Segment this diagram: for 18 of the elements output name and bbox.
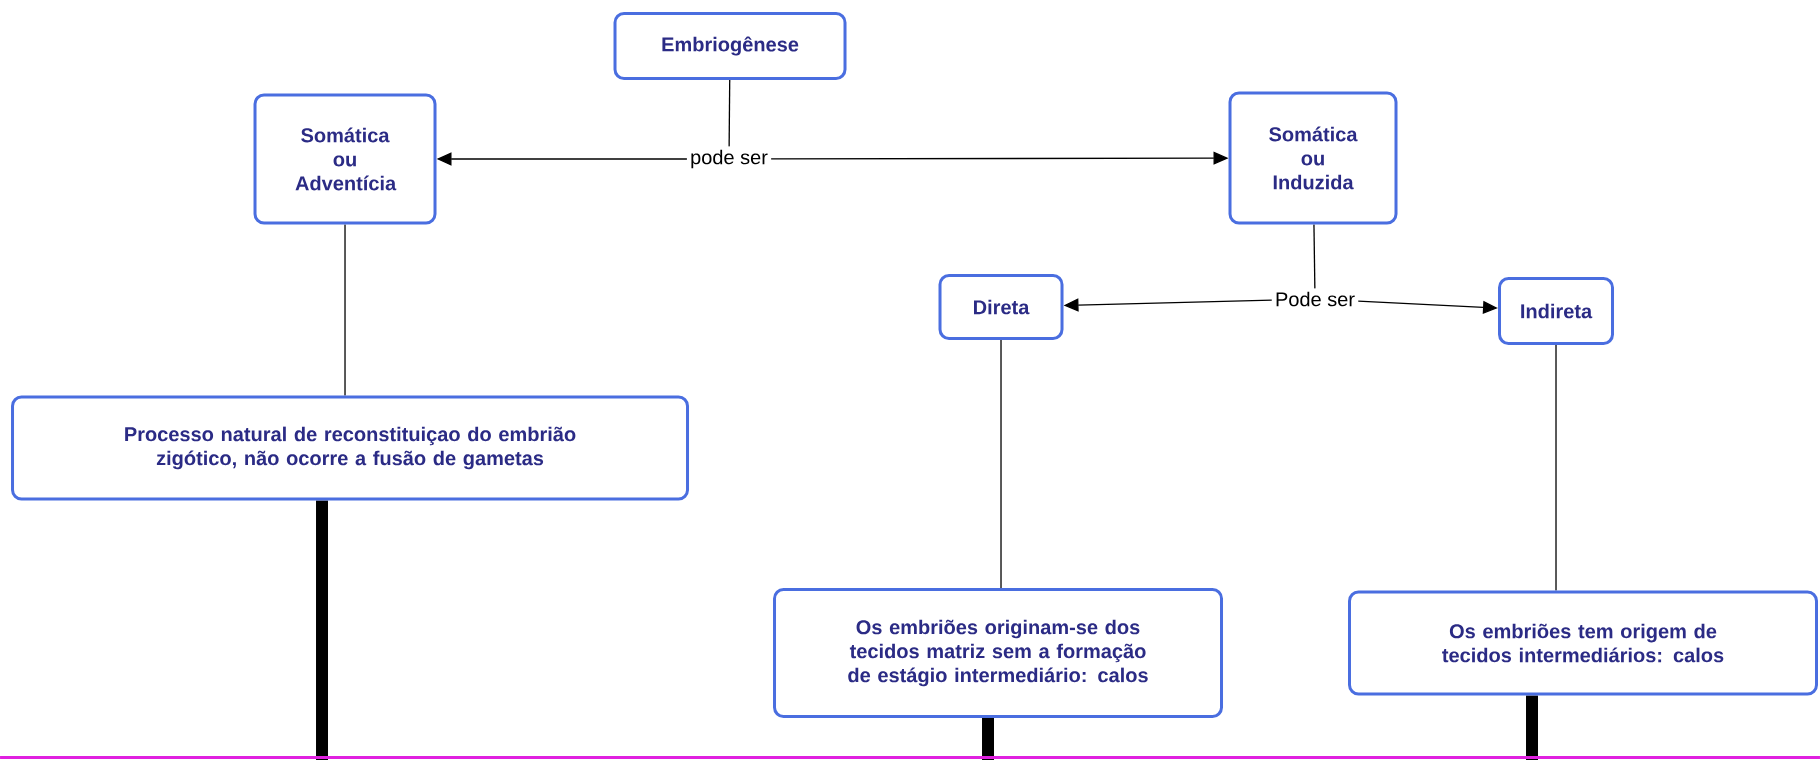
concept-box: Indireta — [1498, 277, 1614, 345]
connector-line — [1555, 344, 1557, 592]
concept-box: Somática ou Adventícia — [253, 93, 437, 225]
connector-line — [1313, 223, 1316, 290]
connector-line — [344, 223, 346, 397]
concept-box: Direta — [938, 274, 1064, 340]
connector-bar — [316, 500, 328, 760]
concept-box: Os embriões originam-se dos tecidos matriz sem a formação de estágio intermediário: calos — [773, 588, 1223, 718]
connector-line — [728, 79, 731, 148]
connector-bar — [1526, 695, 1538, 760]
linking-phrase: Pode ser — [1272, 288, 1359, 310]
connector-line — [1000, 339, 1002, 589]
concept-box: Os embriões tem origem de tecidos intermediários: calos — [1348, 590, 1818, 696]
linking-phrase: pode ser — [687, 146, 771, 172]
concept-box: Somática ou Induzida — [1228, 91, 1398, 225]
connector-bar — [982, 718, 994, 760]
concept-box: Processo natural de reconstituiçao do embrião zigótico, não ocorre a fusão de gametas — [11, 395, 689, 501]
concept-box: Embriogênese — [613, 12, 847, 80]
